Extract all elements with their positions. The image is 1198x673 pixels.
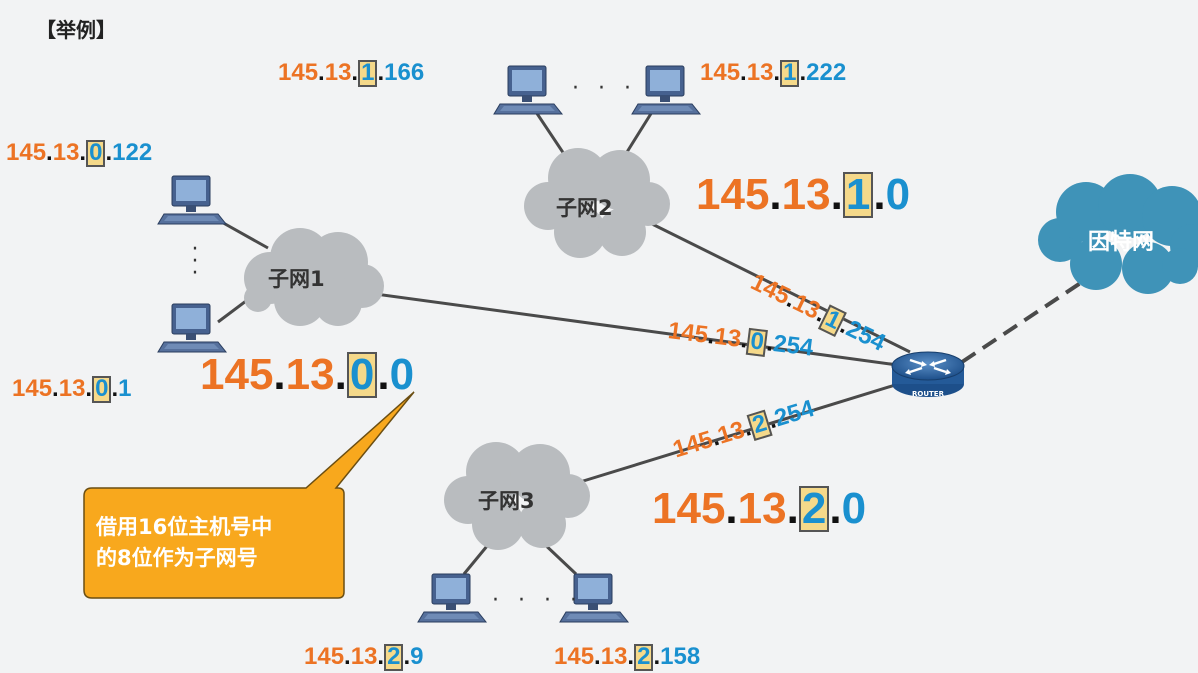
example-title: 【举例】 [36,18,116,42]
ellipsis-top: · · · [572,76,637,101]
callout-line-1: 借用16位主机号中 [96,515,273,539]
link-subnet3-router [579,380,906,484]
router-label: ROUTER [912,390,945,398]
subnet2-label: 子网2 [556,196,613,220]
link-pc-1-166 [534,111,570,161]
pc-icon-1-222 [631,65,701,115]
link-pc-0-122 [217,218,269,250]
ip-host-1-166: 145.13.1.166 [278,59,425,87]
callout-bubble [83,391,415,599]
subnet3-label: 子网3 [478,489,535,513]
connection-lines [217,111,911,576]
ip-host-1-222: 145.13.1.222 [700,59,847,87]
link-subnet2-router [639,216,911,354]
link-subnet1-router [367,291,906,368]
pc-icon-1-166 [493,65,563,115]
pc-icon-0-1 [157,303,227,353]
ip-network-2: 145.13.2.0 [652,484,867,533]
ip-host-2-158: 145.13.2.158 [554,643,701,671]
callout-text: 借用16位主机号中 的8位作为子网号 [96,512,336,574]
ellipsis-bottom: · · · · [492,588,583,613]
ip-network-1: 145.13.1.0 [696,170,911,219]
ip-network-0: 145.13.0.0 [200,350,415,399]
cloud-subnet3 [444,442,590,550]
subnet1-label: 子网1 [268,267,325,291]
internet-label: 因特网 [1088,230,1155,255]
link-router-internet [960,278,1087,364]
cloud-subnet2 [524,148,670,258]
ellipsis-left: · · · [191,237,199,286]
ip-host-0-1: 145.13.0.1 [12,375,132,403]
callout-line-2: 的8位作为子网号 [96,546,258,570]
ip-host-2-9: 145.13.2.9 [304,643,424,671]
router-icon: ROUTER [891,351,965,398]
cloud-subnet1 [244,228,384,326]
pc-icon-2-9 [417,573,487,623]
pc-icon-0-122 [157,175,227,225]
cloud-internet [1038,174,1198,294]
ip-host-0-122: 145.13.0.122 [6,139,153,167]
